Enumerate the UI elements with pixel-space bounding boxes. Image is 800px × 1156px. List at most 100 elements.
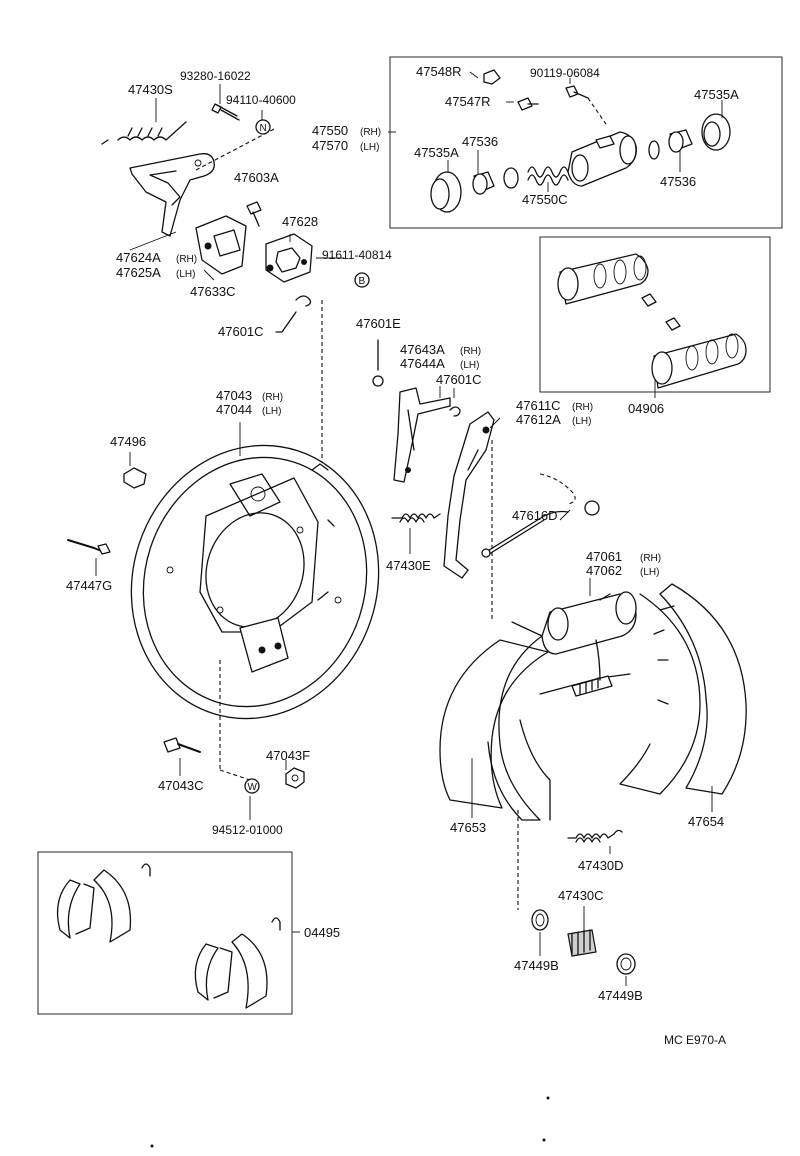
label-47644A: 47644A xyxy=(400,356,445,371)
label-47043-side: (RH) xyxy=(262,392,283,403)
label-47611C: 47611C xyxy=(516,398,561,413)
label-47653: 47653 xyxy=(450,820,486,835)
kit-04495-shoe-icon xyxy=(231,933,268,1009)
label-47547R: 47547R xyxy=(445,94,491,109)
label-47628: 47628 xyxy=(282,214,318,229)
brake-shoe-group xyxy=(439,583,747,975)
bleeder-47547R-icon xyxy=(517,97,539,111)
label-47548R: 47548R xyxy=(416,64,462,79)
cap-47548R-icon xyxy=(483,69,501,85)
label-47044: 47044 xyxy=(216,402,252,417)
label-47601C-mid: 47601C xyxy=(436,372,482,387)
label-47643A-side: (RH) xyxy=(460,346,481,357)
label-47536-right: 47536 xyxy=(660,174,696,189)
part-code-n-icon xyxy=(255,119,271,135)
bellcrank-47628-icon xyxy=(265,233,313,283)
label-47535A-left: 47535A xyxy=(414,145,459,160)
label-47644A-side: (LH) xyxy=(460,360,479,371)
label-47044-side: (LH) xyxy=(262,406,281,417)
retainer-cup-47449B-left-icon xyxy=(531,909,549,931)
label-91611-40814: 91611-40814 xyxy=(322,248,392,262)
leader-lines xyxy=(95,71,723,986)
clip-47601E-icon xyxy=(372,375,384,387)
label-47624A-side: (RH) xyxy=(176,254,197,265)
middle-parts-group xyxy=(372,339,600,620)
label-47449B-left: 47449B xyxy=(514,958,559,973)
label-47062: 47062 xyxy=(586,563,622,578)
label-04906: 04906 xyxy=(628,401,664,416)
part-labels: 47430S 93280-16022 94110-40600 47603A 47… xyxy=(66,64,739,1047)
label-47633C: 47633C xyxy=(190,284,236,299)
clip-47601C-icon xyxy=(449,406,461,417)
spring-47430D-icon xyxy=(567,829,623,839)
clip-47601C-icon xyxy=(295,295,312,307)
adjusting-lever-plate-icon xyxy=(129,153,215,237)
backing-plate-group: W xyxy=(67,444,380,794)
label-93280-16022: 93280-16022 xyxy=(180,69,251,83)
label-47611C-side: (RH) xyxy=(572,402,593,413)
label-47043F: 47043F xyxy=(266,748,310,763)
label-47624A: 47624A xyxy=(116,250,161,265)
shoe-kit-box xyxy=(37,851,300,1015)
label-47612A: 47612A xyxy=(516,412,561,427)
label-47061: 47061 xyxy=(586,549,622,564)
brake-shoe-47654-icon xyxy=(659,583,747,795)
label-47430D: 47430D xyxy=(578,858,624,873)
plug-47496-icon xyxy=(123,467,147,489)
label-47043C: 47043C xyxy=(158,778,204,793)
pin-47603A-icon xyxy=(246,201,262,227)
label-47643A: 47643A xyxy=(400,342,445,357)
label-47654: 47654 xyxy=(688,814,724,829)
brake-shoe-47653-icon xyxy=(439,639,549,809)
kit-04495-shoe-icon xyxy=(93,869,132,943)
label-47043: 47043 xyxy=(216,388,252,403)
seal-icon xyxy=(648,140,660,160)
bolt-47043C-icon xyxy=(163,737,181,753)
label-47625A: 47625A xyxy=(116,265,161,280)
label-47550C: 47550C xyxy=(522,192,568,207)
kit-04906-parts-upper-icon xyxy=(559,253,649,305)
label-47570: 47570 xyxy=(312,138,348,153)
label-47062-side: (LH) xyxy=(640,567,659,578)
marker-n: N xyxy=(260,123,267,134)
retainer-cup-47449B-right-icon xyxy=(616,953,636,975)
kit-04495-shoe-icon xyxy=(194,943,219,1001)
spring-47430E-icon xyxy=(391,513,441,519)
cup-icon xyxy=(503,167,519,189)
label-47447G: 47447G xyxy=(66,578,112,593)
label-47430C: 47430C xyxy=(558,888,604,903)
part-code-w-icon xyxy=(244,778,260,794)
label-47430E: 47430E xyxy=(386,558,431,573)
kit-04495-shoe-icon xyxy=(56,879,81,939)
label-90119-06084: 90119-06084 xyxy=(530,66,600,80)
strut-47611C-icon xyxy=(443,411,495,579)
marker-w: W xyxy=(248,782,258,793)
label-47616D: 47616D xyxy=(512,508,558,523)
adjuster-lever-group: N B xyxy=(101,103,370,622)
kit-frame xyxy=(37,851,293,1015)
label-47612A-side: (LH) xyxy=(572,416,591,427)
label-47536-top: 47536 xyxy=(462,134,498,149)
marker-b: B xyxy=(359,276,366,287)
label-47570-side: (LH) xyxy=(360,142,379,153)
bracket-47643A-icon xyxy=(393,387,451,483)
label-94512-01000: 94512-01000 xyxy=(212,823,283,837)
nut-47043F-icon xyxy=(285,767,305,789)
label-47601E: 47601E xyxy=(356,316,401,331)
footer-code: MC E970-A xyxy=(664,1033,726,1047)
part-code-b-icon xyxy=(354,272,370,288)
label-47550-side: (RH) xyxy=(360,127,381,138)
label-47601C-top: 47601C xyxy=(218,324,264,339)
label-47449B-right: 47449B xyxy=(598,988,643,1003)
cable-47616D-icon xyxy=(485,510,569,553)
label-47550: 47550 xyxy=(312,123,348,138)
label-04495: 04495 xyxy=(304,925,340,940)
bolt-93280-icon xyxy=(211,103,240,121)
label-94110-40600: 94110-40600 xyxy=(226,93,296,107)
wheel-cylinder-kit-box xyxy=(389,56,783,229)
bolt-90119-icon xyxy=(565,85,589,99)
leader-dashed xyxy=(195,127,277,171)
spring-47550C-icon xyxy=(527,166,569,178)
label-47625A-side: (LH) xyxy=(176,269,195,280)
